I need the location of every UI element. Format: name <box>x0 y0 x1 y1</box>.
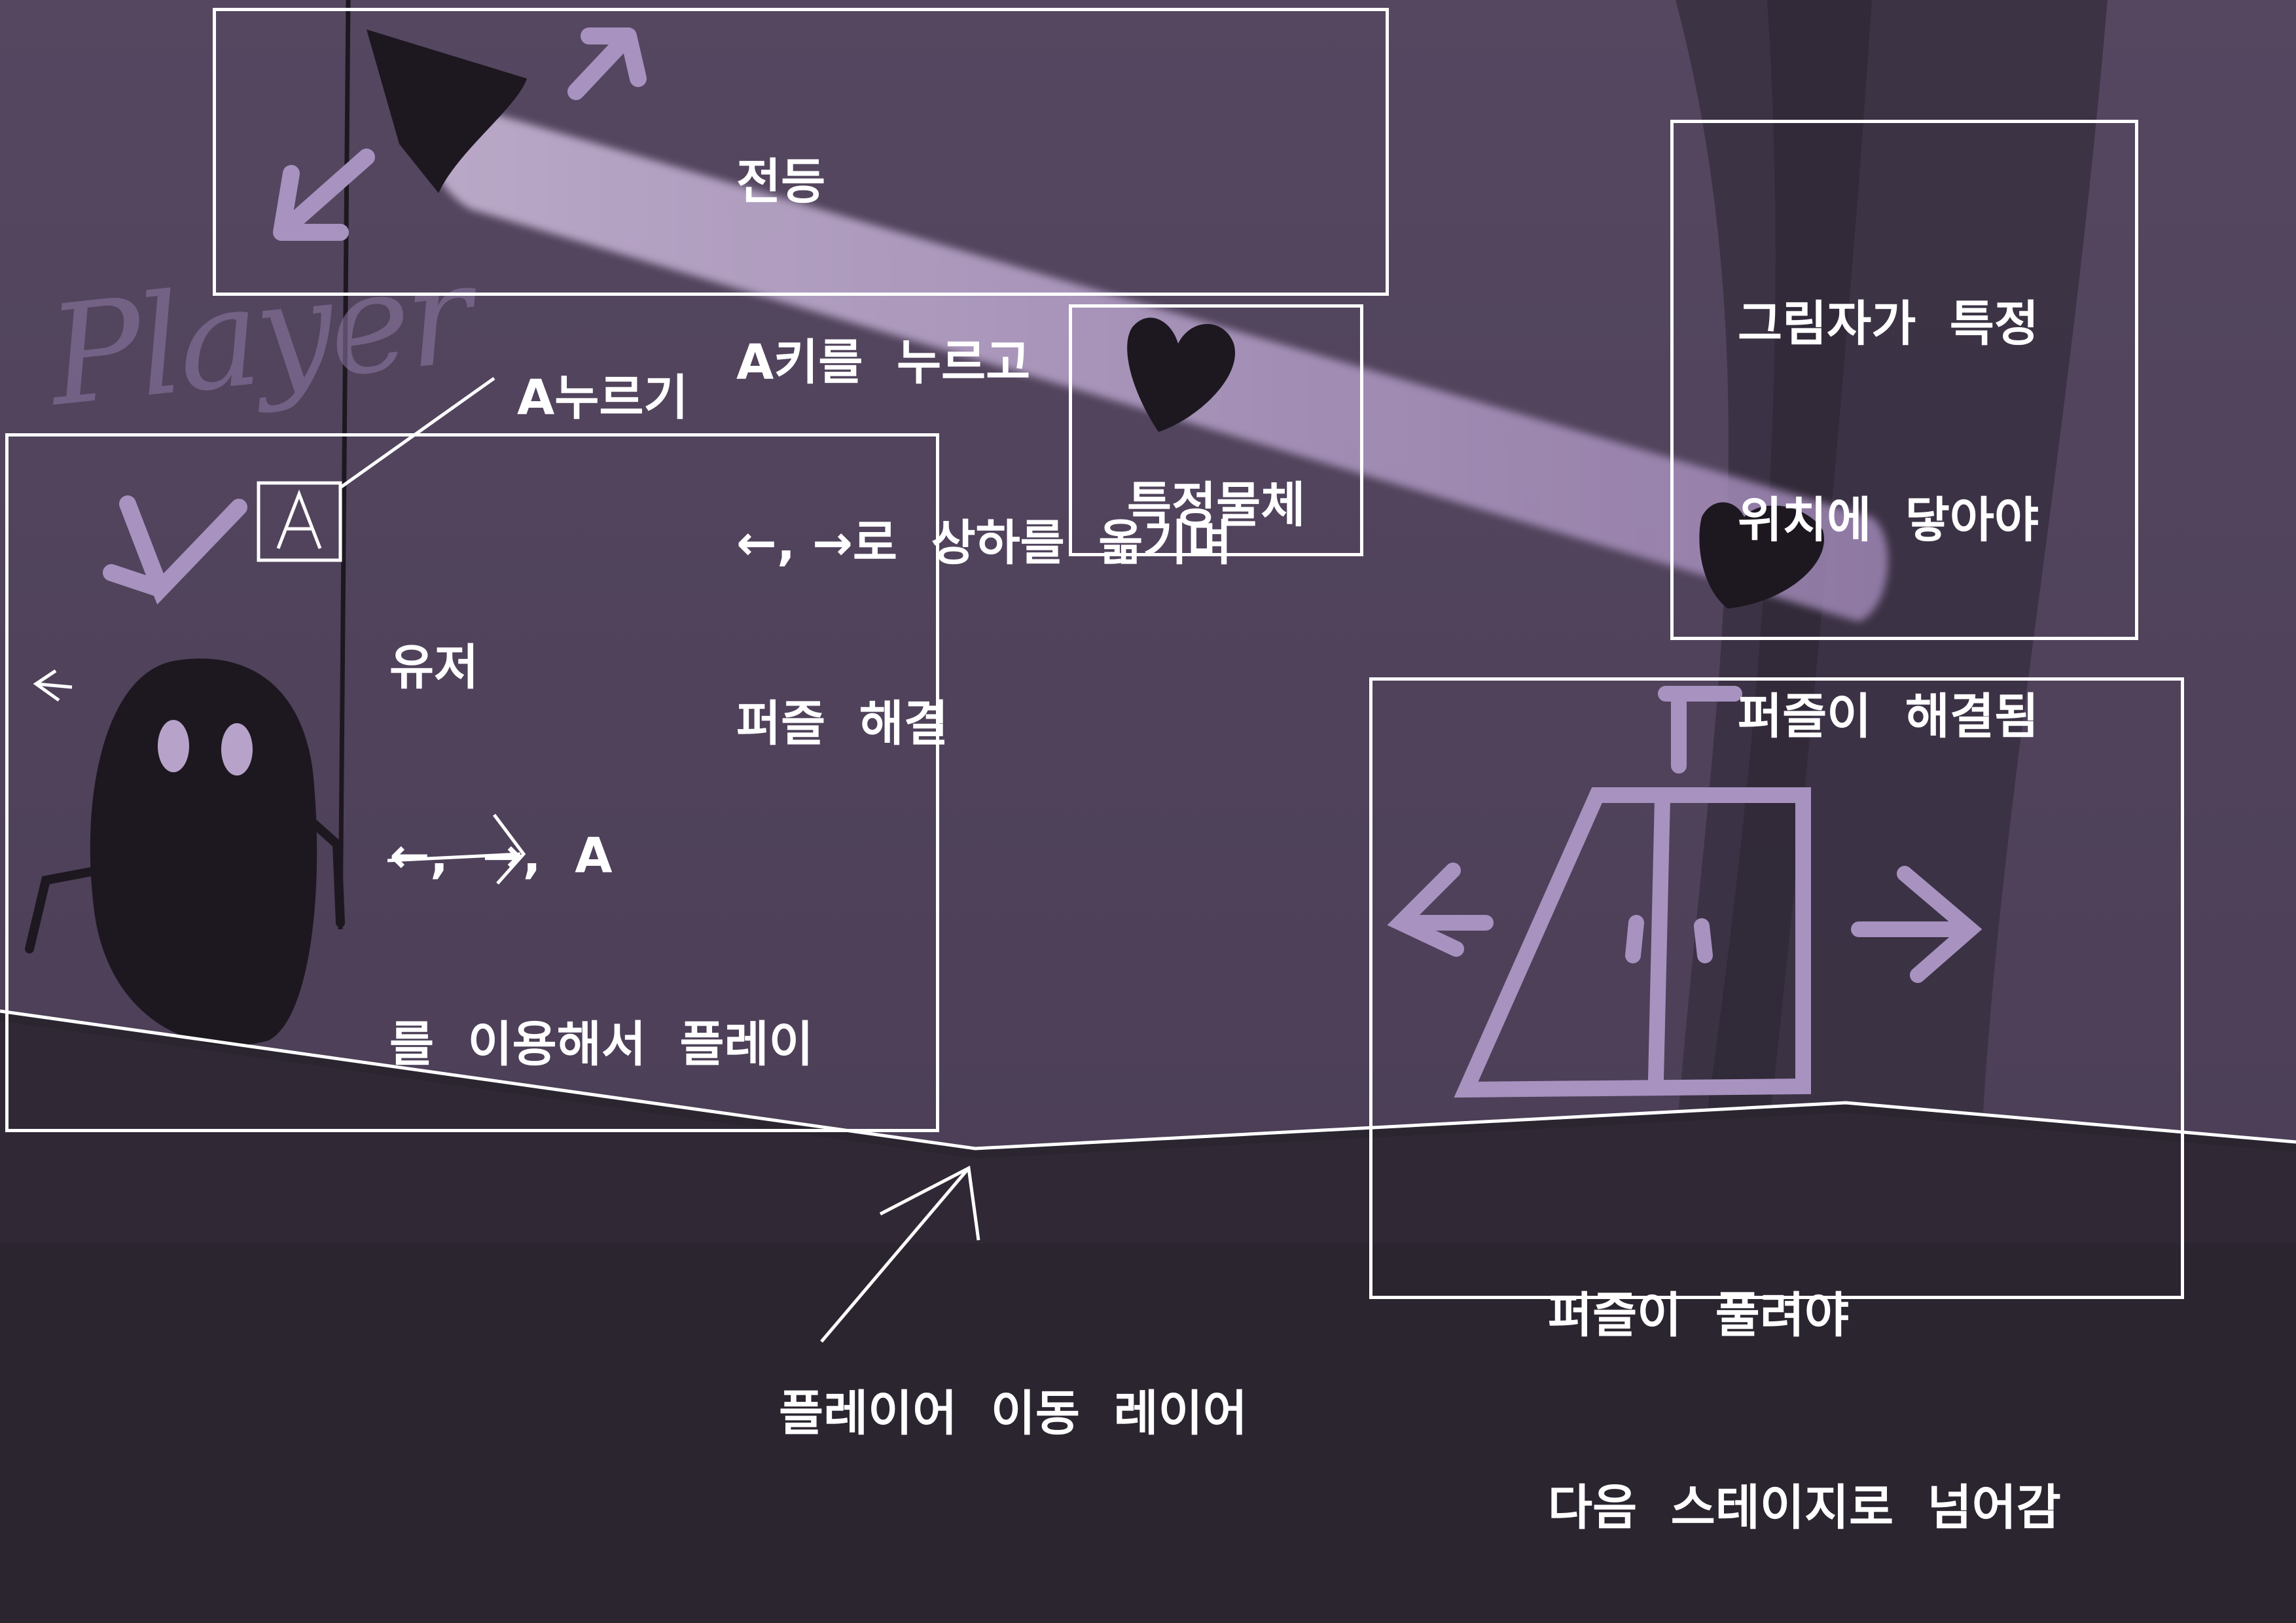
move-left-arrow <box>33 669 73 702</box>
floor-mid-tone <box>0 1021 2296 1243</box>
lamp-shade <box>367 29 527 193</box>
shadow-description: 그림자가 특정 위치에 닿아야 퍼즐이 해결됨 <box>1738 160 2039 815</box>
layer-pointer-arrow <box>820 1166 980 1343</box>
a-key-letter <box>276 490 322 549</box>
lamp-doodle-arrow-up <box>567 27 647 100</box>
press-a-label: A누르기 <box>517 370 689 426</box>
move-right-arrow <box>387 813 526 885</box>
shadow-line-3: 퍼즐이 해결됨 <box>1738 688 2039 745</box>
lamp-annotation-box <box>213 8 1389 296</box>
object-label: 특정물체 <box>1127 477 1306 533</box>
object-annotation-box <box>1069 304 1363 556</box>
a-key-icon <box>257 481 342 562</box>
lamp-line-4: 퍼즐 해결 <box>736 696 948 752</box>
user-line-1: 유저 <box>389 639 479 696</box>
heart-icon <box>1127 317 1236 432</box>
shadow-line-1: 그림자가 특정 <box>1738 296 2039 352</box>
player-arm-left <box>25 866 103 954</box>
layer-boundary-line <box>0 1009 2296 1150</box>
shadow-annotation-box <box>1670 120 2138 640</box>
lamp-cord <box>338 0 351 930</box>
door-annotation-box <box>1369 677 2184 1299</box>
user-line-2: ←, →, A <box>389 828 613 884</box>
heart-shadow-icon <box>1699 502 1825 609</box>
door-icon <box>1387 686 1982 1098</box>
user-line-3: 를 이용해서 플레이 <box>389 1016 814 1073</box>
move-layer-label: 플레이어 이동 레이어 <box>779 1385 1247 1442</box>
shadow-line-2: 위치에 닿아야 <box>1738 492 2039 548</box>
door-description: 퍼즐이 풀려야 다음 스테이지로 넘어감 <box>1548 1155 2061 1604</box>
player-arm-right <box>303 813 345 927</box>
door-line-2: 다음 스테이지로 넘어감 <box>1548 1480 2061 1536</box>
user-description: 유저 ←, →, A 를 이용해서 플레이 <box>389 510 814 1139</box>
player-doodle-check <box>103 495 247 605</box>
lamp-doodle-arrow-down <box>273 149 375 241</box>
a-key-pointer-line <box>339 376 495 490</box>
lamp-description: 전등 A키를 누르고 ←, →로 상하를 옮기며 퍼즐 해결 <box>736 31 1232 814</box>
player-eye-left <box>158 720 189 772</box>
player-eye-right <box>221 723 253 776</box>
lamp-line-3: ←, →로 상하를 옮기며 <box>736 515 1232 571</box>
door-line-1: 퍼즐이 풀려야 <box>1548 1287 1850 1344</box>
lamp-line-1: 전등 <box>736 154 826 210</box>
lamp-line-2: A키를 누르고 <box>736 334 1031 391</box>
player-character <box>90 658 317 1046</box>
user-annotation-box <box>5 433 939 1132</box>
